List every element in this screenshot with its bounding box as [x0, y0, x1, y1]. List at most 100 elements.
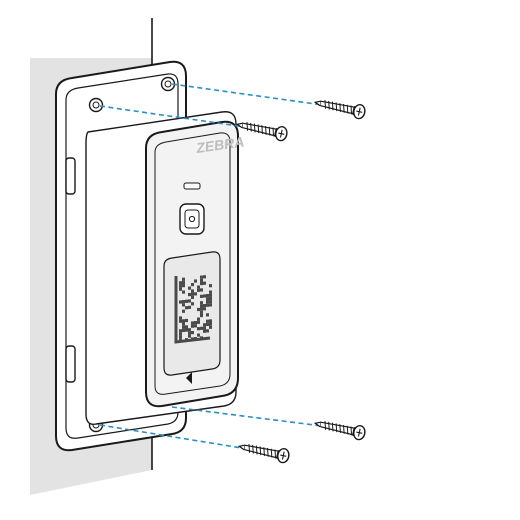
datamatrix-cell — [200, 307, 203, 311]
datamatrix-cell — [188, 299, 191, 303]
datamatrix-cell — [179, 281, 182, 285]
datamatrix-cell — [209, 293, 212, 297]
datamatrix-cell — [185, 299, 188, 303]
datamatrix-cell — [200, 301, 203, 305]
datamatrix-cell — [197, 320, 200, 324]
datamatrix-cell — [206, 294, 209, 298]
datamatrix-cell — [182, 309, 185, 313]
datamatrix-cell — [200, 281, 203, 286]
datamatrix-cell — [206, 329, 209, 333]
datamatrix-cell — [203, 326, 206, 330]
datamatrix-cell — [206, 300, 209, 304]
side-clip-bottom — [65, 345, 76, 383]
datamatrix-cell — [179, 329, 182, 333]
alignment-guides — [99, 83, 331, 451]
datamatrix-cell — [185, 318, 188, 323]
datamatrix-cell — [185, 328, 188, 332]
guide-line-top-left — [99, 105, 253, 129]
latch-notch — [186, 372, 192, 384]
datamatrix-cell — [194, 292, 197, 296]
datamatrix-cell — [179, 287, 182, 291]
datamatrix-cell — [191, 283, 194, 287]
button-icon — [179, 203, 205, 235]
datamatrix-cell — [209, 322, 212, 326]
datamatrix-cell — [182, 300, 185, 304]
side-clip-top — [65, 157, 76, 195]
datamatrix-cell — [188, 328, 191, 332]
datamatrix-cell — [191, 337, 194, 341]
datamatrix-cell — [182, 277, 185, 281]
guide-line-bottom-left — [99, 424, 255, 451]
datamatrix-cell — [182, 280, 185, 285]
datamatrix-cell — [209, 300, 212, 304]
datamatrix-cell — [203, 294, 206, 298]
datamatrix-cell — [200, 310, 203, 314]
datamatrix-cell — [182, 325, 185, 329]
datamatrix-cell — [179, 316, 182, 320]
datamatrix-cell — [206, 322, 209, 327]
status-led-icon — [183, 182, 201, 190]
datamatrix-cell — [209, 284, 212, 288]
datamatrix-cell — [197, 307, 200, 312]
datamatrix-cell — [203, 275, 206, 279]
datamatrix-cell — [188, 305, 191, 309]
datamatrix-cell — [191, 302, 194, 306]
datamatrix-cell — [188, 292, 191, 297]
datamatrix-cell — [200, 304, 203, 308]
datamatrix-cell — [200, 294, 203, 298]
datamatrix-cell — [194, 337, 197, 341]
datamatrix-cell — [182, 322, 185, 326]
datamatrix-cell — [200, 288, 203, 292]
datamatrix-cell — [182, 290, 185, 294]
datamatrix-cell — [188, 334, 191, 338]
datamatrix-cell — [209, 325, 212, 329]
guide-line-bottom-right — [171, 406, 331, 428]
datamatrix-cell — [206, 313, 209, 317]
datamatrix-cell — [194, 324, 197, 328]
datamatrix-cell — [197, 333, 200, 337]
datamatrix-cell — [197, 317, 200, 321]
datamatrix-cell — [185, 306, 188, 310]
datamatrix-cell — [179, 335, 182, 339]
datamatrix-cell — [179, 332, 182, 336]
datamatrix-cell — [194, 321, 197, 325]
datamatrix-cell — [197, 285, 200, 289]
datamatrix-cell — [206, 297, 209, 301]
datamatrix-cell — [188, 331, 191, 335]
datamatrix-cell — [182, 319, 185, 323]
screw-icon — [313, 100, 366, 120]
datamatrix-cell — [200, 326, 203, 330]
datamatrix-cell — [191, 324, 194, 328]
brand-label: ZEBRA — [194, 133, 245, 156]
datamatrix-cell — [185, 338, 188, 342]
datamatrix-cell — [197, 288, 200, 292]
datamatrix-cell — [200, 278, 203, 282]
datamatrix-cell — [209, 319, 212, 323]
datamatrix-cell — [179, 300, 182, 304]
datamatrix-cell — [200, 336, 203, 340]
datamatrix-cell — [197, 327, 200, 331]
datamatrix-cell — [200, 313, 203, 318]
datamatrix-cell — [179, 338, 182, 342]
guide-line-top-right — [171, 83, 331, 107]
datamatrix-cell — [203, 304, 206, 308]
datamatrix-cell — [209, 303, 212, 307]
scanner-device: ZEBRA — [145, 120, 245, 408]
datamatrix-cell — [203, 323, 206, 327]
datamatrix-cell — [191, 295, 194, 299]
datamatrix-cell — [203, 329, 206, 333]
datamatrix-cell — [206, 303, 209, 307]
datamatrix-cell — [191, 292, 194, 296]
mounting-hole-icon — [88, 97, 104, 113]
datamatrix-cell — [182, 303, 185, 307]
datamatrix-cell — [179, 319, 182, 323]
datamatrix-barcode-icon — [174, 275, 212, 344]
datamatrix-cell — [194, 279, 197, 283]
datamatrix-cell — [203, 281, 206, 285]
datamatrix-cell — [185, 325, 188, 329]
datamatrix-cell — [191, 331, 194, 335]
datamatrix-cell — [203, 307, 206, 311]
datamatrix-cell — [179, 284, 182, 288]
datamatrix-cell — [191, 289, 194, 293]
